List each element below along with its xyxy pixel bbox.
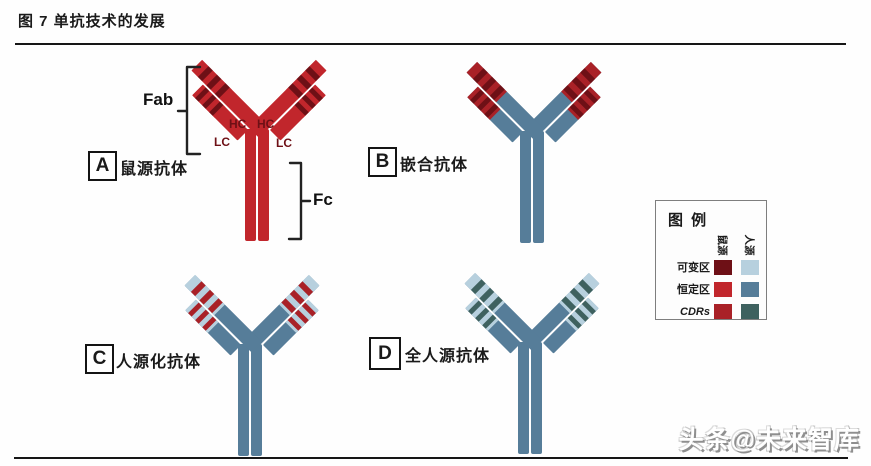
heavy-chain-label-left: HC — [229, 117, 247, 131]
light-chain-label-right: LC — [276, 136, 292, 150]
fab-bracket — [176, 65, 202, 156]
legend-box: 图 例 鼠源 人源 可变区 恒定区 CDRs — [655, 200, 767, 320]
swatch-variable-murine — [714, 260, 732, 275]
legend-column-human: 人源 — [743, 234, 756, 256]
legend-row-label-variable: 可变区 — [677, 262, 710, 274]
swatch-cdrs-human — [741, 304, 759, 319]
heavy-chain-label-right: HC — [257, 117, 275, 131]
fc-bracket — [287, 161, 312, 241]
panel-letter-b: B — [368, 147, 397, 177]
watermark-toutiao: 头条@未来智库 — [678, 426, 860, 454]
swatch-cdrs-murine — [714, 304, 732, 319]
bottom-divider — [14, 457, 848, 459]
swatch-variable-human — [741, 260, 759, 275]
antibody-name-chimeric: 嵌合抗体 — [400, 157, 469, 174]
swatch-constant-human — [741, 282, 759, 297]
panel-letter-c: C — [85, 344, 114, 374]
light-chain-label-left: LC — [214, 135, 230, 149]
figure-title: 图 7 单抗技术的发展 — [18, 13, 166, 30]
panel-letter-d: D — [369, 337, 401, 370]
antibody-name-murine: 鼠源抗体 — [120, 161, 189, 178]
legend-row-label-cdrs: CDRs — [680, 306, 710, 318]
fab-label: Fab — [143, 90, 174, 109]
legend-row-label-constant: 恒定区 — [677, 284, 710, 296]
antibody-name-fully-human: 全人源抗体 — [405, 348, 491, 365]
top-divider — [15, 43, 846, 45]
antibody-name-humanized: 人源化抗体 — [116, 354, 202, 371]
fc-label: Fc — [313, 190, 333, 209]
legend-title: 图 例 — [668, 212, 709, 229]
panel-letter-a: A — [88, 151, 117, 181]
swatch-constant-murine — [714, 282, 732, 297]
legend-column-murine: 鼠源 — [716, 234, 729, 256]
